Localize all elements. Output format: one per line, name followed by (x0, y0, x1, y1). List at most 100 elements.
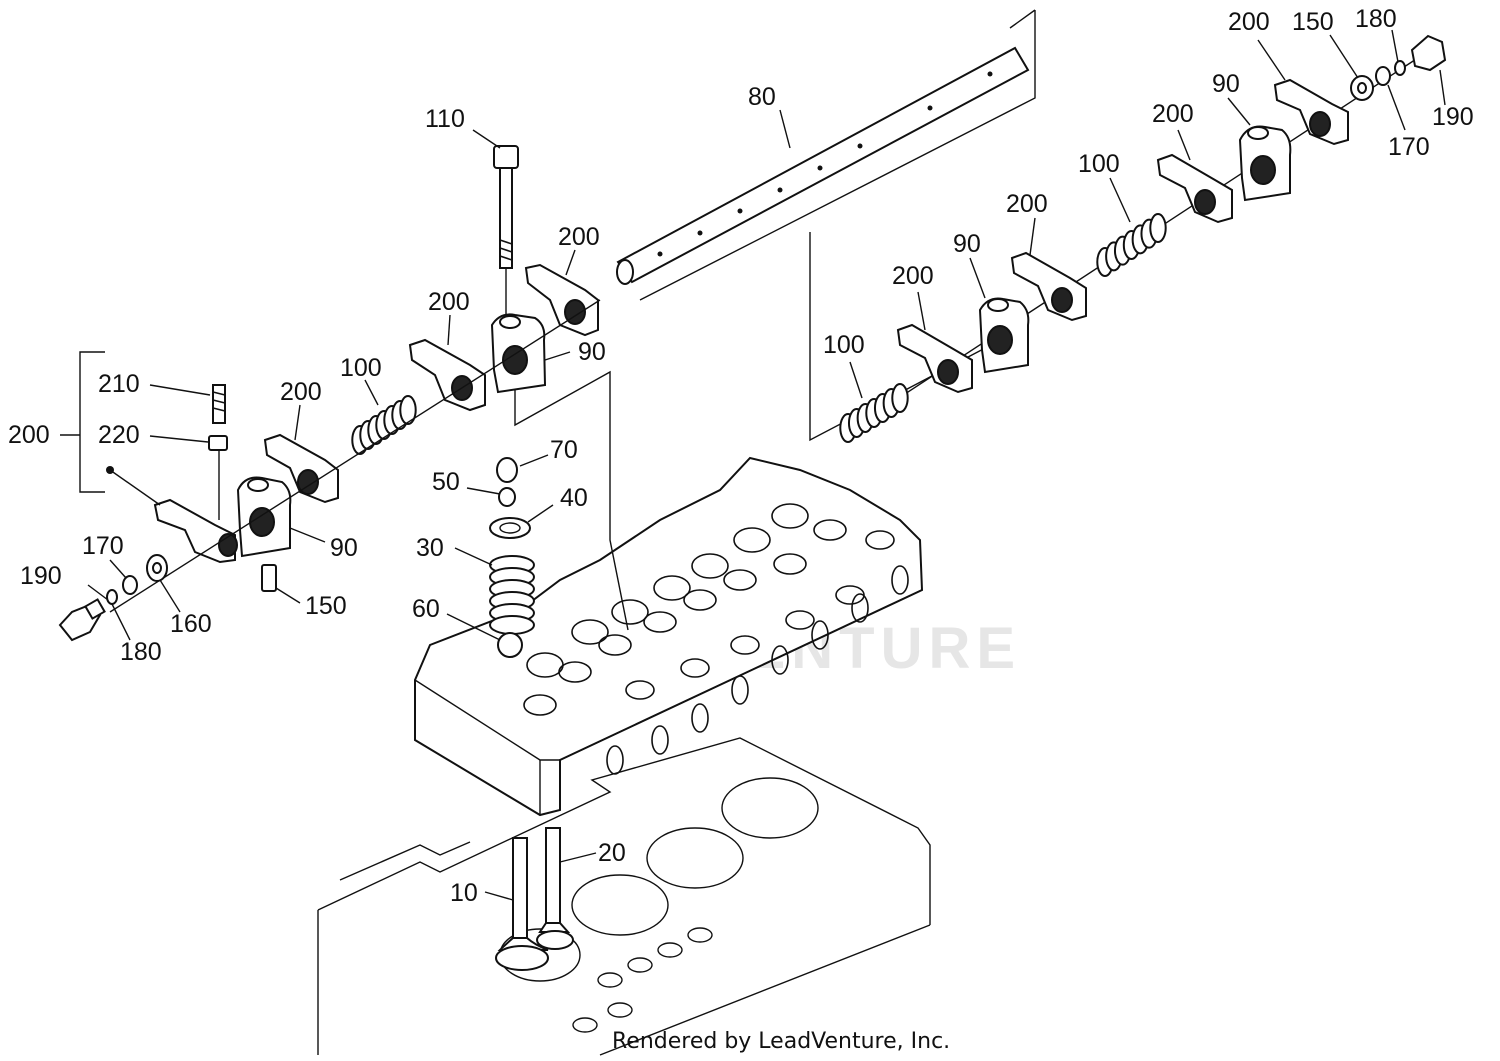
head-port (683, 589, 717, 611)
callout-washer: 170 (1388, 133, 1430, 161)
cotter-70 (496, 457, 518, 483)
callout-arm: 200 (1006, 190, 1048, 218)
rocker-arm-200-left (263, 433, 339, 504)
render-credit: Rendered by LeadVenture, Inc. (612, 1029, 950, 1054)
leader-lines (87, 29, 1446, 901)
head-port (813, 519, 847, 541)
valve-train (489, 457, 574, 971)
callout-bolt: 110 (425, 105, 465, 133)
callout-valve: 20 (598, 839, 626, 867)
adjusting-stud (212, 384, 226, 424)
head-port (733, 527, 771, 553)
callout-bracket: 90 (1212, 70, 1240, 98)
callout-washer: 150 (1292, 8, 1334, 36)
right-rocker-assembly (839, 34, 1447, 443)
callout-retainer: 50 (432, 468, 460, 496)
callout-spring: 100 (340, 354, 382, 382)
oil-hole (777, 187, 783, 193)
oil-hole (817, 165, 823, 171)
rocker-arm-200-r1 (1273, 78, 1349, 146)
side-port (731, 675, 749, 705)
oil-hole (657, 251, 663, 257)
washer-180 (106, 589, 118, 605)
head-port (773, 553, 807, 575)
callout-bracket: 90 (330, 534, 358, 562)
callout-cotter: 70 (550, 436, 578, 464)
head-port (571, 619, 609, 645)
callout-seal: 60 (412, 595, 440, 623)
oil-hole (737, 208, 743, 214)
valve-20 (536, 827, 574, 950)
callout-pin: 150 (305, 592, 347, 620)
oil-hole (987, 71, 993, 77)
head-port (865, 530, 895, 550)
callout-arm: 200 (280, 378, 322, 406)
side-port (691, 703, 709, 733)
rocker-shaft (616, 46, 1030, 285)
washer-170 (122, 575, 138, 595)
callout-spring: 100 (823, 331, 865, 359)
oil-hole (927, 105, 933, 111)
callout-arm: 200 (1152, 100, 1194, 128)
oil-hole (857, 143, 863, 149)
rocker-arm-200-top (524, 263, 599, 337)
rocker-arm-200-mid (408, 338, 486, 412)
head-port (611, 599, 649, 625)
head-port (680, 658, 710, 678)
callout-spring: 100 (1078, 150, 1120, 178)
retainer-50 (498, 487, 516, 507)
bolt-110 (493, 145, 519, 315)
bracket-left-90 (236, 476, 292, 558)
engine-block (317, 737, 931, 1056)
callout-arm: 200 (892, 262, 934, 290)
head-port (625, 680, 655, 700)
plug-190-right (1410, 34, 1447, 72)
head-port (598, 634, 632, 656)
bracket-90-r2 (978, 297, 1030, 374)
side-port (851, 593, 869, 623)
callout-washer: 180 (1355, 5, 1397, 33)
side-port (891, 565, 909, 595)
callout-plug: 190 (20, 562, 62, 590)
callout-plug: 190 (1432, 103, 1474, 131)
side-port (606, 745, 624, 775)
seat-40 (489, 517, 531, 539)
callout-valve: 10 (450, 879, 478, 907)
callout-washer: 170 (82, 532, 124, 560)
bracket-90-r1 (1238, 125, 1292, 202)
head-port (730, 635, 760, 655)
left-rocker-assembly (58, 145, 601, 642)
rocker-arm-group (153, 498, 238, 564)
bracket-center-90 (490, 313, 547, 394)
pin-150 (261, 564, 277, 592)
side-port (811, 620, 829, 650)
spring-coil (1149, 213, 1167, 243)
lock-nut (208, 435, 228, 451)
head-port (523, 694, 557, 716)
callout-stud: 210 (98, 370, 140, 398)
valve-spring-coil (489, 615, 535, 635)
callout-group: 200 (8, 421, 50, 449)
rocker-arm-200-r3 (1010, 251, 1087, 322)
head-port (558, 661, 592, 683)
spring-100-right-b (1096, 213, 1167, 277)
washer-180-right (1394, 60, 1406, 76)
spring-coil (399, 395, 417, 425)
callout-arm: 200 (1228, 8, 1270, 36)
callout-bracket: 90 (953, 230, 981, 258)
head-port (771, 503, 809, 529)
oil-hole (697, 230, 703, 236)
callout-nut: 220 (98, 421, 140, 449)
head-port (653, 575, 691, 601)
head-port (785, 610, 815, 630)
callout-valve-spring: 30 (416, 534, 444, 562)
cylinder-head (414, 456, 924, 817)
seal-60 (497, 632, 523, 658)
callout-washer: 160 (170, 610, 212, 638)
side-port (771, 645, 789, 675)
callout-seat: 40 (560, 484, 588, 512)
callout-washer: 180 (120, 638, 162, 666)
plug-190 (58, 598, 106, 642)
callout-arm: 200 (558, 223, 600, 251)
